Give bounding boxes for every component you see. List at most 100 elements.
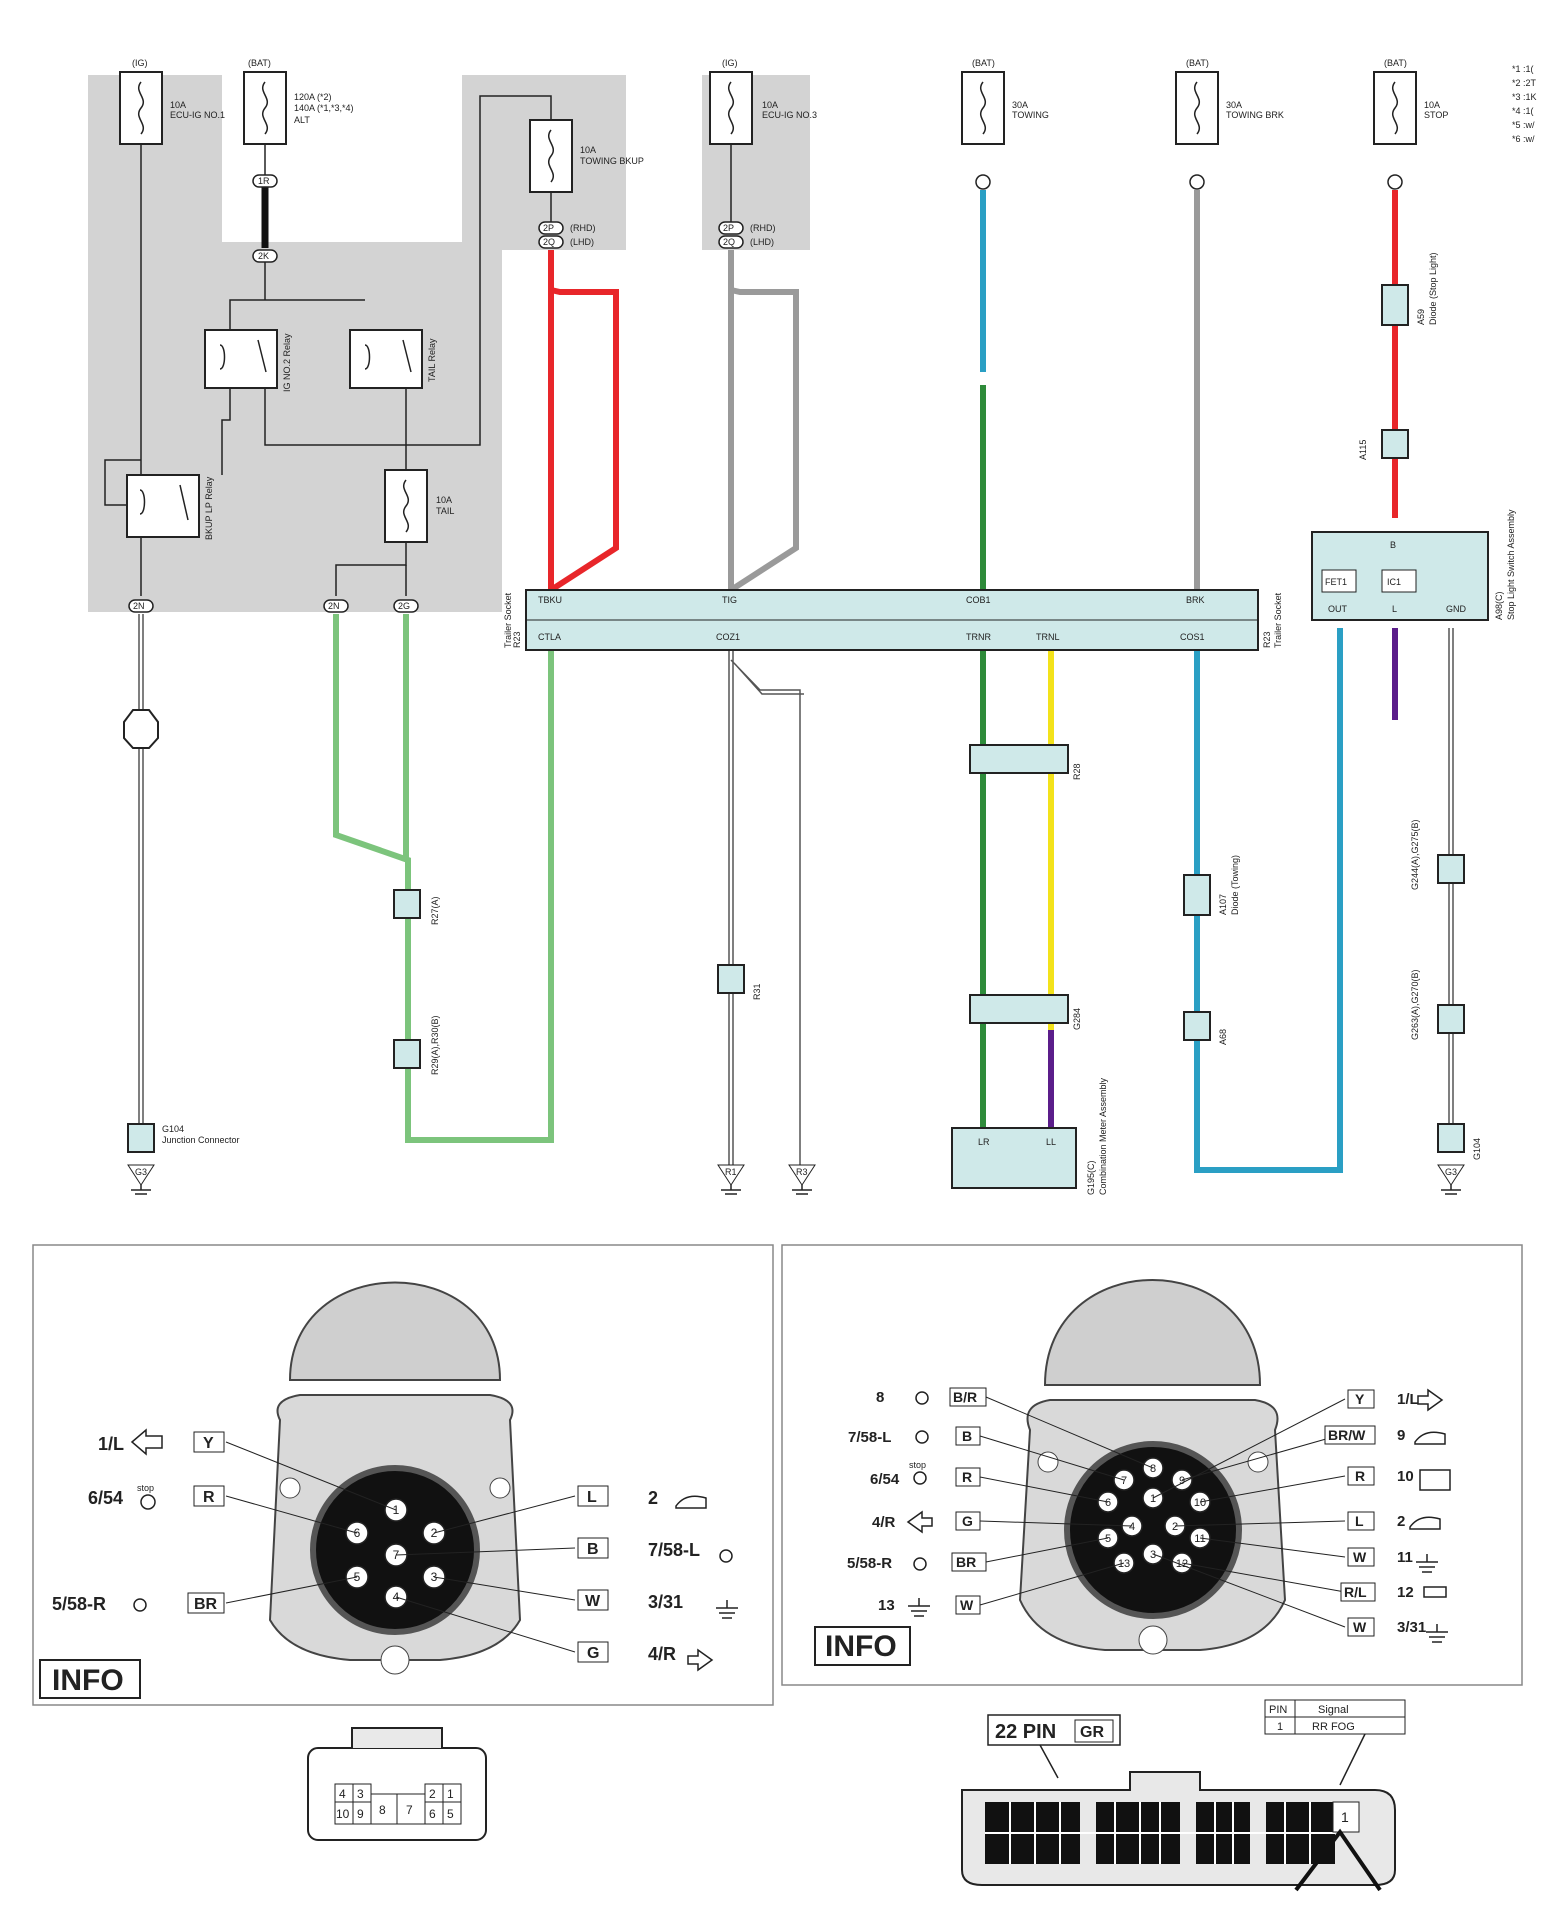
svg-text:G: G (587, 1645, 599, 1662)
svg-text:OUT: OUT (1328, 604, 1348, 614)
svg-text:G: G (962, 1513, 973, 1529)
svg-text:30A: 30A (1226, 100, 1242, 110)
svg-text:INFO: INFO (825, 1630, 897, 1663)
ig-no2-relay: IG NO.2 Relay (204, 329, 292, 392)
svg-text:Trailer Socket: Trailer Socket (503, 592, 513, 648)
svg-text:5/58-R: 5/58-R (52, 1594, 106, 1614)
socket7-codes: 1/L 6/54 5/58-R 2 7/58-L 3/31 4/R stop (52, 1434, 700, 1664)
svg-text:Junction Connector: Junction Connector (162, 1135, 240, 1145)
svg-text:COS1: COS1 (1180, 632, 1205, 642)
svg-text:1: 1 (1277, 1721, 1283, 1733)
white-wires (138, 614, 1454, 1165)
svg-text:BRK: BRK (1186, 595, 1205, 605)
svg-text:2Q: 2Q (723, 237, 735, 247)
fog-light-icon (915, 1391, 929, 1405)
svg-text:G244(A),G275(B): G244(A),G275(B) (1410, 819, 1420, 890)
fuse-towing-brk: (BAT) 30A TOWING BRK (1175, 58, 1284, 145)
fuse-tail: 10A TAIL (384, 469, 454, 543)
svg-text:4/R: 4/R (648, 1644, 676, 1664)
svg-text:G104: G104 (162, 1124, 184, 1134)
svg-text:IG NO.2 Relay: IG NO.2 Relay (282, 333, 292, 392)
svg-text:R31: R31 (752, 983, 762, 1000)
fuse-towing-bkup: 10A TOWING BKUP (529, 119, 644, 193)
svg-text:6: 6 (354, 1526, 361, 1540)
svg-text:FET1: FET1 (1325, 577, 1347, 587)
svg-text:120A (*2): 120A (*2) (294, 92, 332, 102)
trailer-icon (1423, 1586, 1447, 1598)
svg-text:ECU-IG NO.1: ECU-IG NO.1 (170, 110, 225, 120)
svg-text:stop: stop (137, 1483, 154, 1493)
svg-text:3/31: 3/31 (1397, 1619, 1426, 1636)
svg-text:ECU-IG NO.3: ECU-IG NO.3 (762, 110, 817, 120)
svg-text:3: 3 (1150, 1549, 1156, 1561)
svg-text:W: W (585, 1593, 601, 1610)
svg-text:30A: 30A (1012, 100, 1028, 110)
svg-text:6/54: 6/54 (88, 1488, 123, 1508)
svg-text:7: 7 (406, 1803, 413, 1817)
trailer-light-icon (1409, 1516, 1441, 1530)
svg-text:9: 9 (357, 1807, 364, 1821)
svg-text:GND: GND (1446, 604, 1467, 614)
svg-text:10A: 10A (170, 100, 186, 110)
svg-text:BR: BR (956, 1554, 976, 1570)
svg-text:2Q: 2Q (543, 237, 555, 247)
svg-text:1R: 1R (258, 176, 270, 186)
svg-text:6/54: 6/54 (870, 1471, 900, 1488)
brake-icon (913, 1471, 927, 1485)
svg-text:(LHD): (LHD) (570, 237, 594, 247)
svg-text:Stop Light Switch Assembly: Stop Light Switch Assembly (1506, 509, 1516, 620)
svg-text:W: W (1353, 1619, 1367, 1635)
svg-text:Combination Meter Assembly: Combination Meter Assembly (1098, 1077, 1108, 1195)
internal-wiring (104, 95, 732, 596)
svg-text:1/L: 1/L (98, 1434, 124, 1454)
svg-text:R3: R3 (796, 1167, 808, 1177)
svg-text:3/31: 3/31 (648, 1592, 683, 1612)
svg-text:G3: G3 (135, 1167, 147, 1177)
svg-text:10: 10 (336, 1807, 350, 1821)
svg-text:TRNR: TRNR (966, 632, 991, 642)
arrow-right-icon (906, 1510, 933, 1534)
pin22-connector: 22 PIN GR PIN Signal 1 RR FOG 1 (961, 1699, 1406, 1892)
fuse-stop: (BAT) 10A STOP (1373, 58, 1448, 145)
svg-text:1: 1 (393, 1503, 400, 1517)
svg-text:TRNL: TRNL (1036, 632, 1060, 642)
combination-meter: LR LL G195(C) Combination Meter Assembly (951, 1077, 1108, 1195)
svg-text:8: 8 (379, 1803, 386, 1817)
svg-text:stop: stop (909, 1460, 926, 1470)
svg-text:CTLA: CTLA (538, 632, 561, 642)
svg-text:2P: 2P (543, 223, 554, 233)
svg-text:BR: BR (194, 1596, 218, 1613)
svg-text:*6 :w/: *6 :w/ (1512, 134, 1535, 144)
notes: *1 :1( *2 :2T *3 :1K *4 :1( *5 :w/ *6 :w… (1512, 64, 1537, 144)
stop-light-switch: FET1 IC1 B OUT L GND A98(C) Stop Light S… (1311, 509, 1516, 621)
svg-text:11: 11 (1397, 1549, 1413, 1566)
svg-text:1: 1 (1150, 1493, 1156, 1505)
tail-relay: TAIL Relay (349, 329, 437, 389)
svg-text:2: 2 (1172, 1521, 1178, 1533)
arrow-left-icon (1417, 1388, 1444, 1412)
svg-text:4/R: 4/R (872, 1514, 896, 1531)
small-connector: 4 3 2 1 10 9 8 7 6 5 (307, 1727, 487, 1841)
svg-text:R: R (1355, 1468, 1365, 1484)
svg-text:12: 12 (1176, 1558, 1188, 1570)
svg-text:TBKU: TBKU (538, 595, 562, 605)
svg-text:10A: 10A (1424, 100, 1440, 110)
svg-text:10A: 10A (762, 100, 778, 110)
ground-g3-left: G3 (127, 1164, 155, 1195)
svg-text:W: W (960, 1597, 974, 1613)
turn-light-icon (719, 1549, 733, 1563)
svg-text:A107: A107 (1218, 894, 1228, 915)
svg-text:13: 13 (878, 1597, 895, 1614)
ground-r3: R3 (788, 1164, 816, 1195)
svg-text:4: 4 (1129, 1521, 1135, 1533)
ground-r1: R1 (717, 1164, 745, 1195)
svg-text:*1 :1(: *1 :1( (1512, 64, 1534, 74)
svg-text:9: 9 (1179, 1475, 1185, 1487)
svg-text:5: 5 (1105, 1533, 1111, 1545)
fuse-towing: (BAT) 30A TOWING (961, 58, 1049, 145)
svg-text:Diode (Towing): Diode (Towing) (1230, 855, 1240, 915)
svg-text:L: L (587, 1489, 597, 1506)
svg-text:R27(A): R27(A) (430, 896, 440, 925)
svg-text:PIN: PIN (1269, 1704, 1287, 1716)
svg-text:STOP: STOP (1424, 110, 1448, 120)
